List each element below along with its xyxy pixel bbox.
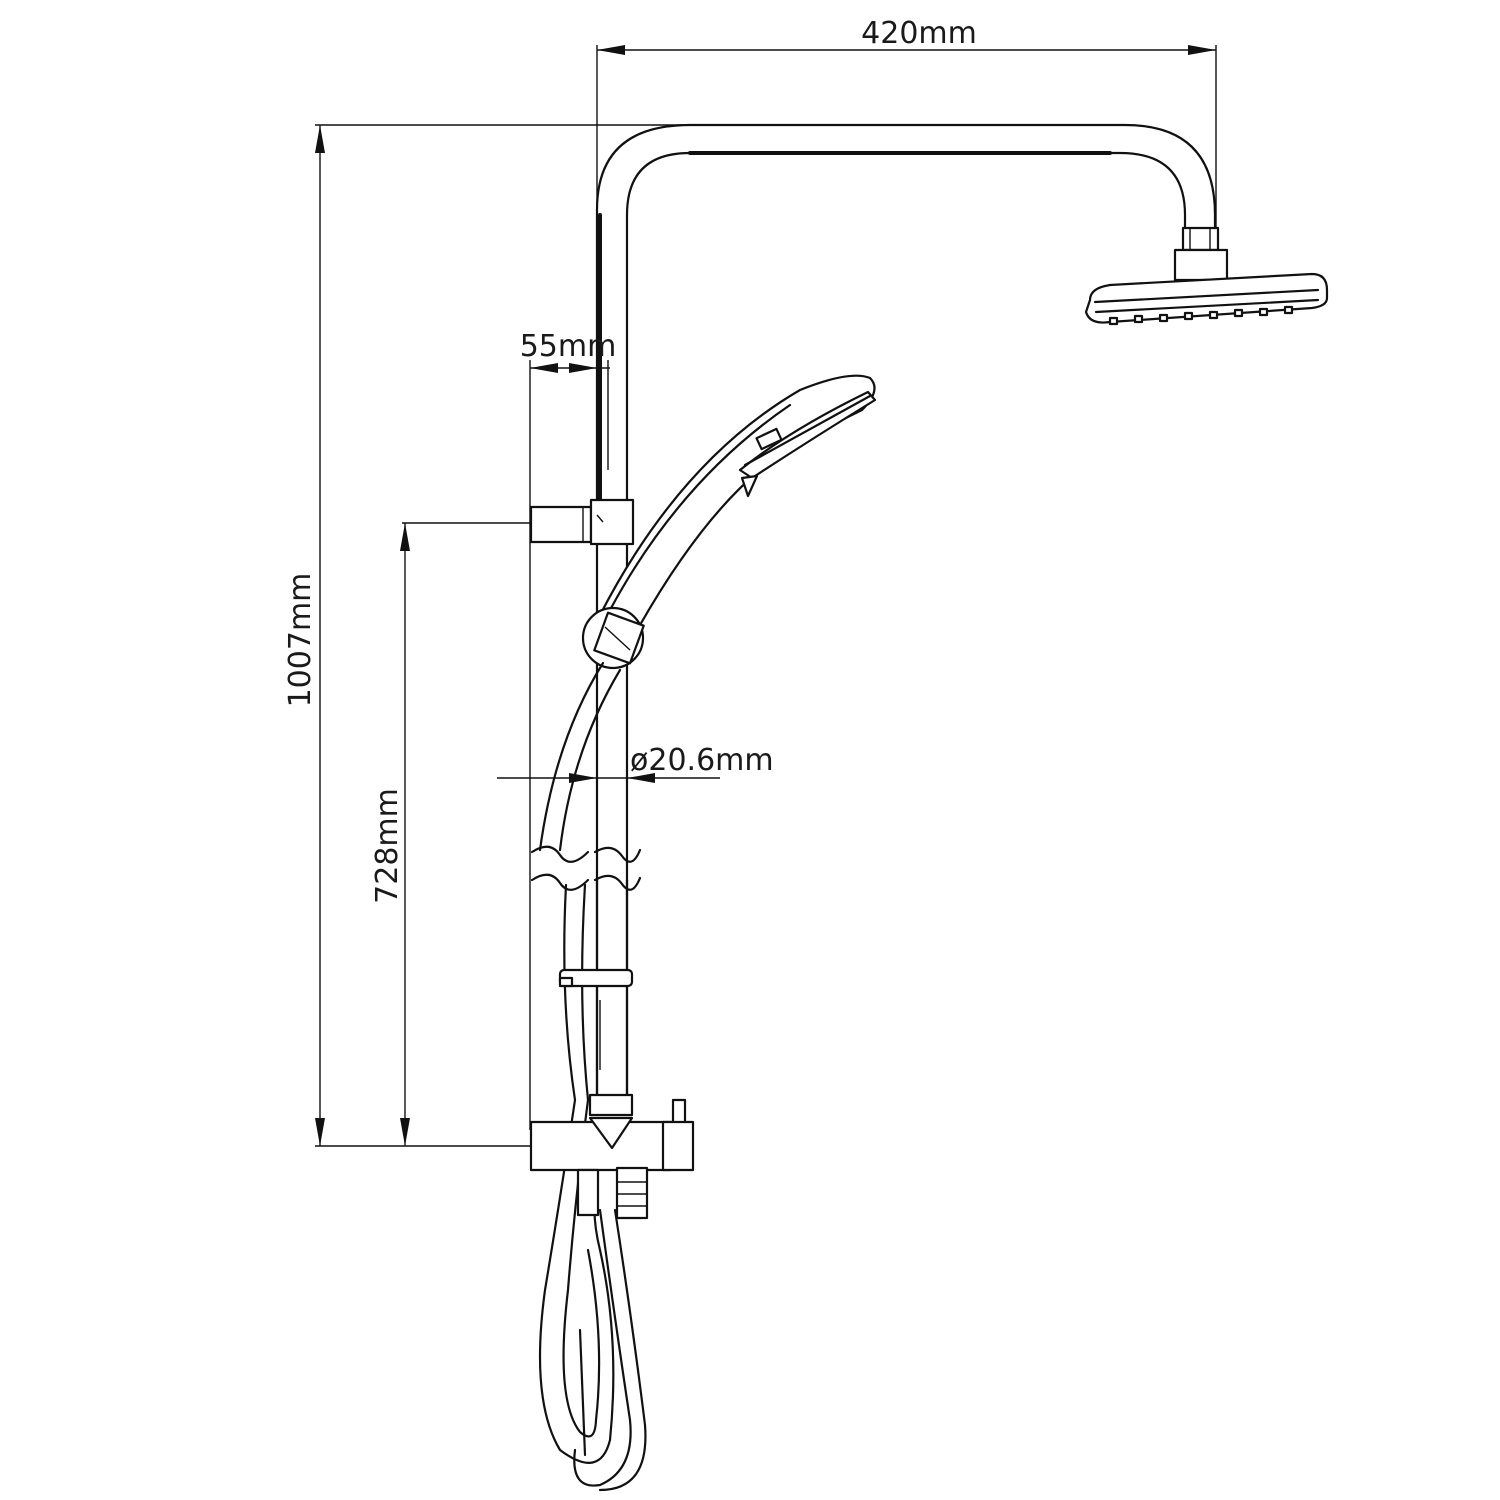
wall-bracket bbox=[529, 498, 635, 546]
dimension-total-height bbox=[315, 124, 690, 1147]
nozzle-row bbox=[1108, 305, 1294, 326]
overhead-shower-head bbox=[1084, 226, 1329, 326]
slide-holder bbox=[581, 606, 645, 670]
hose bbox=[530, 661, 647, 1492]
dimension-arm-width bbox=[596, 45, 1217, 228]
shower-arm bbox=[595, 123, 1217, 1102]
diverter-body bbox=[529, 1093, 695, 1220]
rail-diameter-label: ø20.6mm bbox=[630, 743, 774, 778]
dimension-diameter bbox=[497, 773, 720, 783]
riser-lower bbox=[595, 878, 629, 1097]
dimension-holder-height bbox=[400, 522, 531, 1146]
holder-height-label: 728mm bbox=[370, 788, 405, 904]
offset-label: 55mm bbox=[520, 329, 617, 364]
hand-shower bbox=[598, 374, 877, 627]
hose-clip bbox=[558, 968, 634, 988]
arm-width-label: 420mm bbox=[861, 16, 977, 51]
dimension-offset bbox=[529, 360, 610, 1130]
total-height-label: 1007mm bbox=[283, 573, 318, 708]
